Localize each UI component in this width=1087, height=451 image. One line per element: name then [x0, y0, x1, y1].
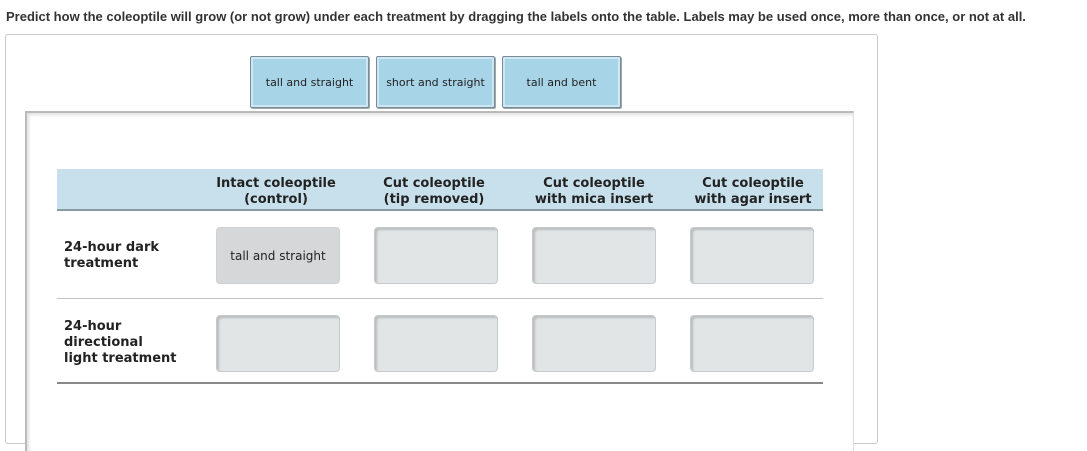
table-bottom-border: [57, 382, 823, 384]
column-header-intact: Intact coleoptile (control): [216, 176, 336, 207]
drop-slot-dark-mica[interactable]: [532, 227, 656, 284]
drop-slot-light-tip-removed[interactable]: [374, 315, 498, 372]
row-divider: [57, 298, 823, 299]
drop-slot-dark-agar[interactable]: [690, 227, 814, 284]
drop-slot-light-agar[interactable]: [690, 315, 814, 372]
table-header: [57, 169, 823, 211]
label-tall-and-bent[interactable]: tall and bent: [502, 56, 621, 108]
drop-slot-dark-intact[interactable]: tall and straight: [216, 227, 340, 284]
label-tall-and-straight[interactable]: tall and straight: [250, 56, 369, 108]
drop-slot-dark-tip-removed[interactable]: [374, 227, 498, 284]
drop-slot-light-intact[interactable]: [216, 315, 340, 372]
column-header-mica-insert: Cut coleoptile with mica insert: [534, 176, 654, 207]
column-header-agar-insert: Cut coleoptile with agar insert: [694, 176, 812, 207]
row-label-directional-light: 24-hour directional light treatment: [64, 319, 177, 366]
drop-slot-light-mica[interactable]: [532, 315, 656, 372]
row-label-dark: 24-hour dark treatment: [64, 240, 159, 271]
instructions-text: Predict how the coleoptile will grow (or…: [6, 9, 1026, 24]
column-header-tip-removed: Cut coleoptile (tip removed): [383, 176, 485, 207]
label-short-and-straight[interactable]: short and straight: [376, 56, 495, 108]
